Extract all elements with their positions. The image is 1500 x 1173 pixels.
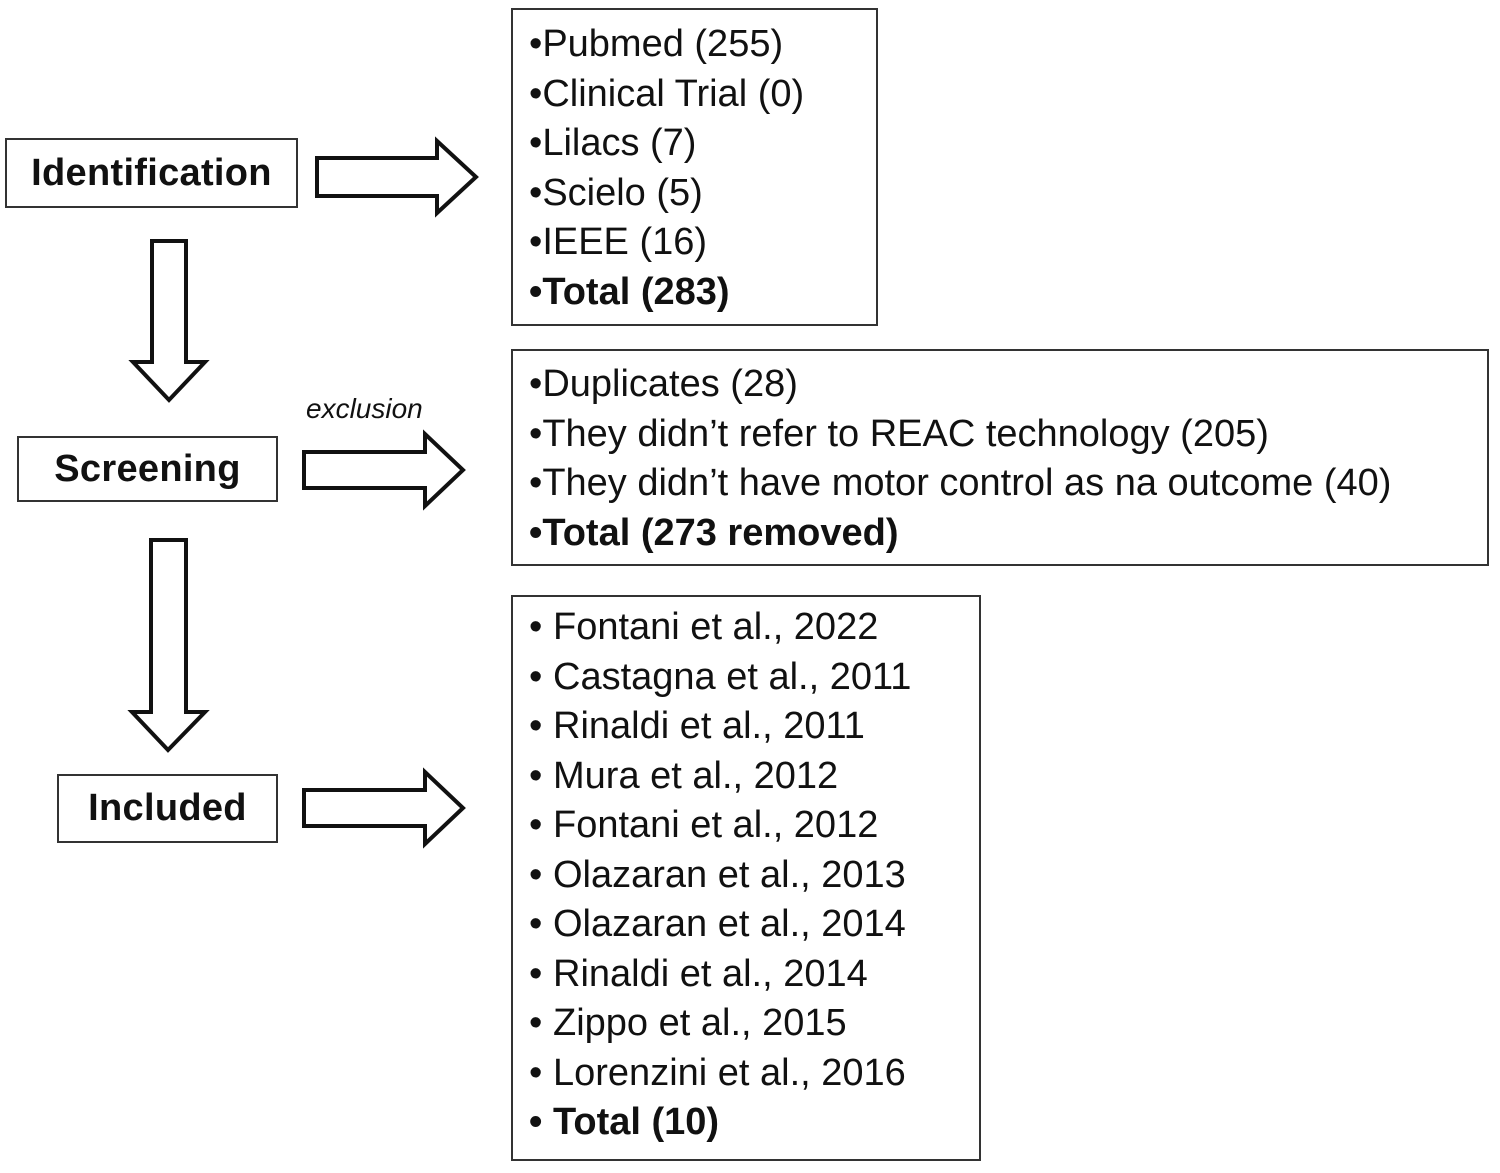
stage-screening-box: Screening bbox=[17, 436, 278, 502]
list-item: •Mura et al., 2012 bbox=[529, 752, 979, 802]
screening-total: •Total (273 removed) bbox=[529, 509, 1487, 559]
list-item: •Lilacs (7) bbox=[529, 119, 876, 169]
bullet-icon: • bbox=[529, 705, 543, 747]
stage-included-label: Included bbox=[88, 787, 247, 829]
list-item: •Lorenzini et al., 2016 bbox=[529, 1049, 979, 1099]
included-total: •Total (10) bbox=[529, 1098, 979, 1148]
list-item: •They didn’t refer to REAC technology (2… bbox=[529, 410, 1487, 460]
stage-included-box: Included bbox=[57, 774, 278, 843]
list-item: •Fontani et al., 2012 bbox=[529, 801, 979, 851]
list-item: •Duplicates (28) bbox=[529, 360, 1487, 410]
bullet-icon: • bbox=[529, 903, 543, 945]
screening-exclusions-box: •Duplicates (28) •They didn’t refer to R… bbox=[511, 349, 1489, 566]
list-item: •Olazaran et al., 2014 bbox=[529, 900, 979, 950]
bullet-icon: • bbox=[529, 853, 543, 896]
list-item: •They didn’t have motor control as na ou… bbox=[529, 459, 1487, 509]
identification-sources-box: •Pubmed (255) •Clinical Trial (0) •Lilac… bbox=[511, 8, 878, 326]
stage-identification-label: Identification bbox=[31, 151, 272, 194]
list-item: •Rinaldi et al., 2014 bbox=[529, 950, 979, 1000]
bullet-icon: • bbox=[529, 655, 543, 698]
bullet-icon: • bbox=[529, 72, 543, 115]
right-arrow-icon bbox=[302, 767, 466, 849]
bullet-icon: • bbox=[529, 363, 543, 405]
list-item: •Castagna et al., 2011 bbox=[529, 653, 979, 703]
bullet-icon: • bbox=[529, 171, 543, 214]
list-item: •Clinical Trial (0) bbox=[529, 70, 876, 120]
list-item: •Pubmed (255) bbox=[529, 20, 876, 70]
bullet-icon: • bbox=[529, 122, 543, 164]
bullet-icon: • bbox=[529, 412, 543, 455]
list-item: •Fontani et al., 2022 bbox=[529, 603, 979, 653]
bullet-icon: • bbox=[529, 462, 543, 504]
included-studies-box: •Fontani et al., 2022 •Castagna et al., … bbox=[511, 595, 981, 1161]
bullet-icon: • bbox=[529, 1002, 543, 1044]
bullet-icon: • bbox=[529, 606, 543, 648]
bullet-icon: • bbox=[529, 221, 543, 263]
list-item: •Rinaldi et al., 2011 bbox=[529, 702, 979, 752]
bullet-icon: • bbox=[529, 804, 543, 846]
down-arrow-icon bbox=[127, 538, 210, 753]
bullet-icon: • bbox=[529, 1051, 543, 1094]
bullet-icon: • bbox=[529, 952, 543, 995]
right-arrow-icon bbox=[302, 429, 466, 511]
list-item: •Scielo (5) bbox=[529, 169, 876, 219]
bullet-icon: • bbox=[529, 754, 543, 797]
exclusion-label: exclusion bbox=[306, 393, 423, 424]
list-item: •Olazaran et al., 2013 bbox=[529, 851, 979, 901]
bullet-icon: • bbox=[529, 270, 543, 313]
stage-screening-label: Screening bbox=[54, 447, 241, 490]
bullet-icon: • bbox=[529, 511, 543, 554]
stage-identification-box: Identification bbox=[5, 138, 298, 208]
right-arrow-icon bbox=[315, 136, 479, 218]
bullet-icon: • bbox=[529, 23, 543, 65]
bullet-icon: • bbox=[529, 1101, 543, 1143]
identification-total: •Total (283) bbox=[529, 268, 876, 318]
list-item: •Zippo et al., 2015 bbox=[529, 999, 979, 1049]
list-item: •IEEE (16) bbox=[529, 218, 876, 268]
down-arrow-icon bbox=[128, 239, 210, 403]
